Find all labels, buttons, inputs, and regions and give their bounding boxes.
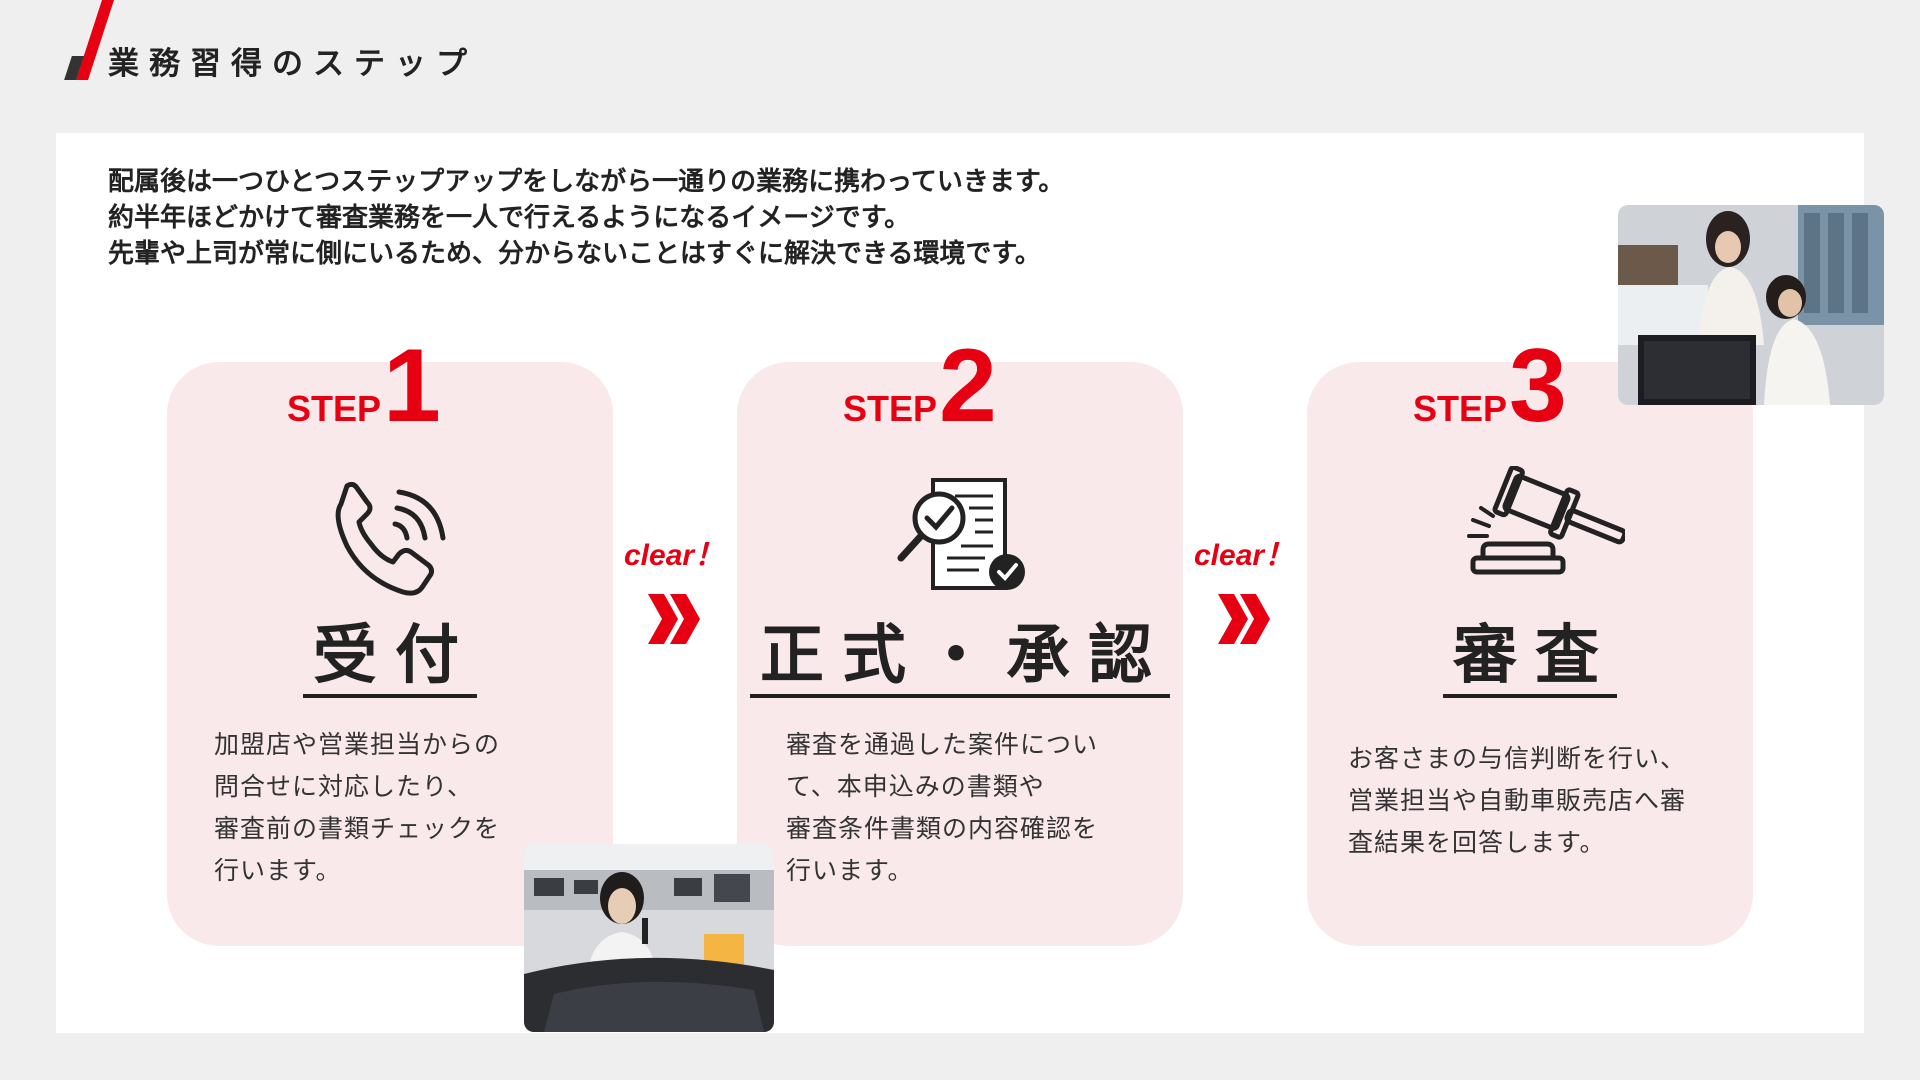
desc-line: 営業担当や自動車販売店へ審 (1348, 786, 1687, 815)
card-title-wrap: 受付 (167, 618, 613, 698)
desc-line: 審査前の書類チェックを (214, 814, 501, 843)
desc-line: 問合せに対応したり、 (214, 772, 474, 801)
step-number: 2 (939, 328, 997, 444)
step-word: STEP (1413, 388, 1508, 429)
document-check-icon (897, 478, 1025, 590)
card-description: 審査を通過した案件につい て、本申込みの書類や 審査条件書類の内容確認を 行いま… (786, 724, 1098, 892)
desc-line: 加盟店や営業担当からの (214, 730, 501, 759)
step-word: STEP (843, 388, 938, 429)
intro-line: 先輩や上司が常に側にいるため、分からないことはすぐに解決できる環境です。 (108, 239, 1041, 269)
card-title-wrap: 審査 (1307, 618, 1753, 698)
card-title: 正式・承認 (750, 618, 1170, 698)
double-chevron-right-icon (648, 594, 700, 644)
desc-line: お客さまの与信判断を行い、 (1348, 744, 1687, 773)
card-description: 加盟店や営業担当からの 問合せに対応したり、 審査前の書類チェックを 行います。 (214, 724, 500, 892)
card-description: お客さまの与信判断を行い、 営業担当や自動車販売店へ審 査結果を回答します。 (1348, 738, 1686, 864)
page-title: 業務習得のステップ (108, 46, 477, 82)
desc-line: 審査条件書類の内容確認を (786, 814, 1099, 843)
desc-line: 行います。 (214, 856, 342, 885)
step-word: STEP (287, 388, 382, 429)
intro-text: 配属後は一つひとつステップアップをしながら一通りの業務に携わっていきます。 約半… (108, 164, 1064, 272)
desc-line: 行います。 (786, 856, 914, 885)
clear-label: clear！ (624, 539, 725, 572)
step-number: 3 (1509, 328, 1567, 444)
gavel-icon (1467, 466, 1625, 575)
card-title: 審査 (1443, 618, 1617, 698)
card-title: 受付 (303, 618, 477, 698)
step-label-1: STEP 1 (287, 328, 441, 444)
desc-line: 査結果を回答します。 (1348, 828, 1606, 857)
card-title-wrap: 正式・承認 (737, 618, 1183, 698)
intro-line: 約半年ほどかけて審査業務を一人で行えるようになるイメージです。 (108, 203, 911, 233)
step-card-2 (737, 362, 1183, 946)
step-card-3 (1307, 362, 1753, 946)
intro-line: 配属後は一つひとつステップアップをしながら一通りの業務に携わっていきます。 (108, 167, 1065, 197)
office-photo-phone (524, 844, 774, 1032)
step-label-3: STEP 3 (1413, 328, 1567, 444)
desc-line: て、本申込みの書類や (786, 772, 1045, 801)
office-photo-monitor (1618, 205, 1884, 405)
step-number: 1 (383, 328, 441, 444)
clear-label: clear！ (1194, 539, 1295, 572)
step-label-2: STEP 2 (843, 328, 997, 444)
phone-icon (335, 482, 446, 596)
desc-line: 審査を通過した案件につい (786, 730, 1099, 759)
double-chevron-right-icon (1218, 594, 1270, 644)
